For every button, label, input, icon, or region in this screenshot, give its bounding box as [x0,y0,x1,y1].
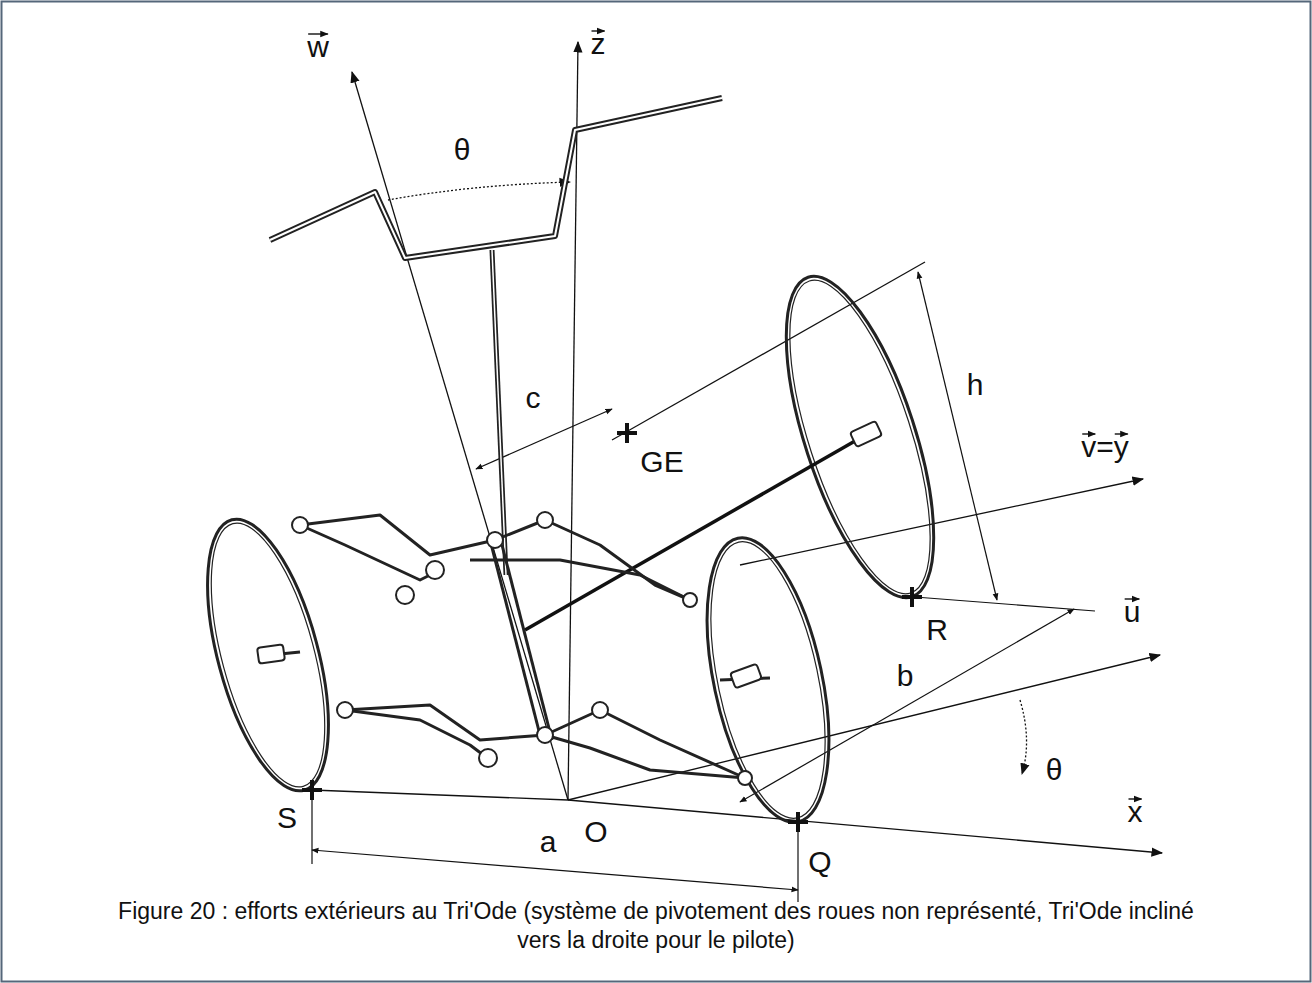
point-name: S [277,803,297,833]
dimension-name: b [897,661,914,691]
point-name: R [926,615,948,645]
joint [292,517,308,533]
joint [337,702,353,718]
figure-caption: Figure 20 : efforts extérieurs au Tri'Od… [0,897,1312,955]
dimension-b [740,609,1074,802]
axis-name: v=y [1081,432,1129,462]
joint [592,702,608,718]
extension-line [797,832,798,902]
joint [537,512,553,528]
theta-arc [1020,700,1027,774]
joint [537,727,553,743]
dimension-name: a [540,827,557,857]
angle-name: θ [1046,755,1063,785]
point-name: O [584,817,607,847]
suspension-arm [345,710,490,760]
center-post [502,545,552,740]
centre-of-mass [617,423,637,443]
contact-point-r [902,587,922,607]
seat [270,98,722,258]
angle-name: θ [454,135,471,165]
dimension-name: c [526,383,541,413]
joint [738,771,752,785]
suspension-arm [300,525,440,580]
axis-name: w [307,32,329,62]
v-axis [740,479,1143,565]
suspension-arm [300,515,495,555]
wheel-r [756,260,964,614]
hub-cylinder [850,421,882,447]
joint [426,561,444,579]
wheel-r-rim [761,265,959,608]
center-post [490,540,540,735]
wheel-q-rim [690,532,846,829]
dimension-name: h [967,370,984,400]
extension-line [612,262,925,440]
hub-cylinder [730,664,762,689]
seat-stem-inner [492,250,506,575]
point-name: GE [640,447,683,477]
extension-line [915,597,1095,611]
axis-name: u [1124,597,1141,627]
suspension-arm [345,705,545,740]
contact-point-s [302,780,322,800]
hub-cylinder [257,644,285,663]
axis-name: x [1128,797,1143,827]
point-name: Q [808,847,831,877]
theta-arc [388,182,570,200]
seat-stem [492,250,506,575]
wheel-s-rim [188,512,347,799]
extension-line [311,798,312,864]
suspension-arm [545,735,745,778]
u-axis [568,655,1160,800]
axis-name: z [591,29,606,59]
suspension-arm [545,710,745,778]
dimension-c [476,409,612,469]
contact-point-q [788,812,808,832]
joint [683,593,697,607]
wheel-q [685,527,851,833]
w-axis [352,72,568,800]
joint [396,586,414,604]
joint [479,749,497,767]
seat-inner [270,98,722,258]
x-axis [568,800,1162,853]
wheel-s [183,507,352,803]
ground-line [312,790,568,800]
joint [487,532,503,548]
